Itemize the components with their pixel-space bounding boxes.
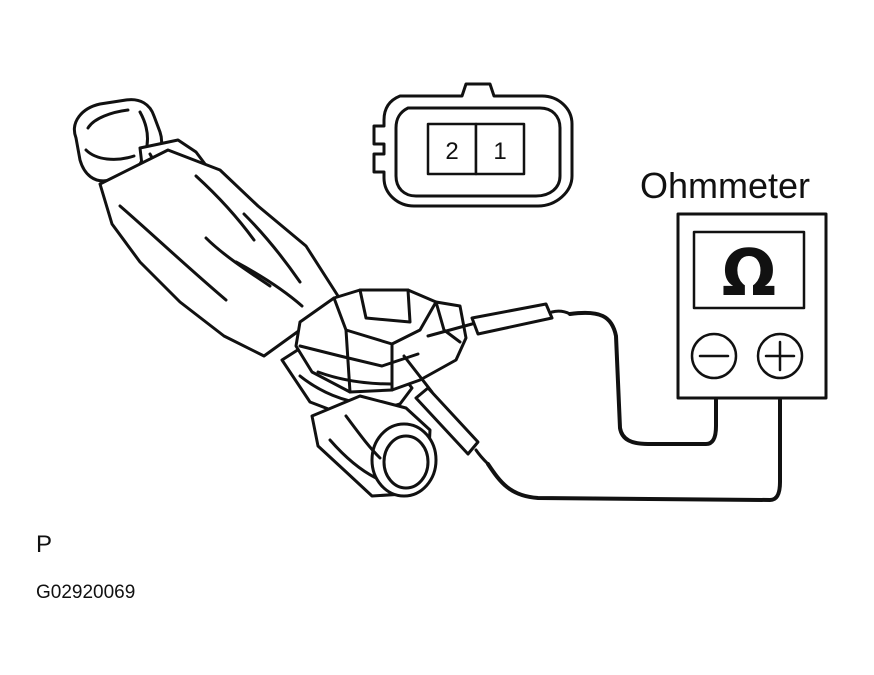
minus-terminal-icon — [690, 332, 738, 380]
pin-label-1: 1 — [493, 138, 506, 165]
page-mark: P — [36, 531, 52, 558]
pin-label-2: 2 — [445, 138, 458, 165]
figure-code: G02920069 — [36, 582, 135, 603]
ohmmeter: Ω — [676, 212, 828, 400]
pin-cell-1 — [474, 122, 526, 176]
test-probes — [402, 302, 572, 466]
svg-text:Ω: Ω — [722, 237, 776, 311]
ohm-icon: Ω — [722, 237, 776, 311]
plus-terminal-icon — [756, 332, 804, 380]
ohmmeter-label: Ohmmeter — [640, 165, 810, 206]
test-leads — [486, 310, 782, 502]
connector-face — [372, 82, 574, 208]
ohmmeter-display — [692, 230, 806, 310]
injector-connector — [294, 288, 468, 394]
